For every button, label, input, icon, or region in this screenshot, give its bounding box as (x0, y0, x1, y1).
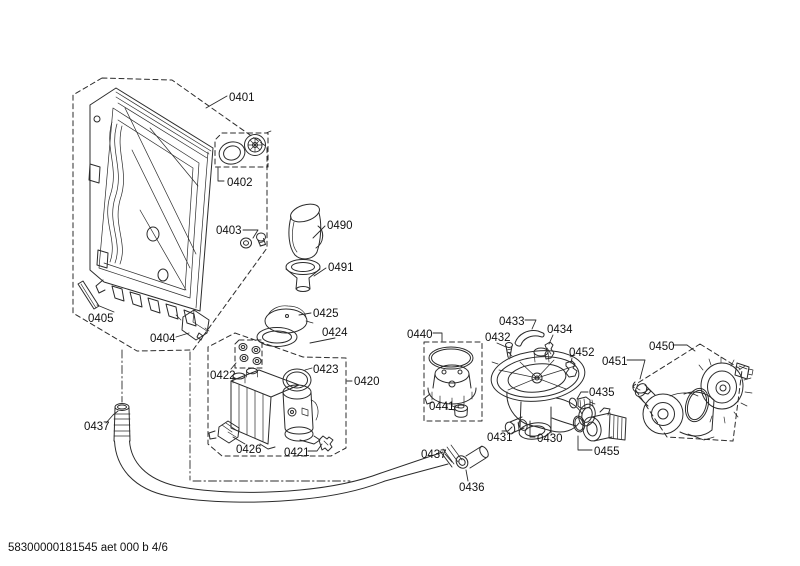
part-label-0440: 0440 (407, 329, 433, 341)
part-label-0424: 0424 (322, 327, 348, 339)
part-label-0405: 0405 (88, 313, 114, 325)
sump-0430-drawing (490, 347, 596, 440)
part-label-0490: 0490 (327, 220, 353, 232)
valve-0435-drawing (568, 396, 596, 410)
fastener-0403-drawing (240, 232, 266, 249)
part-label-0451: 0451 (602, 356, 628, 368)
drain-hose-drawing (113, 403, 489, 503)
bracket-0433-drawing (514, 330, 545, 347)
document-number: 58300000181545 aet 000 b 4/6 (8, 542, 168, 554)
clip-0421-drawing (318, 435, 334, 452)
cap-0441-drawing (454, 404, 468, 418)
salt-cap-0425-drawing (264, 305, 314, 334)
drain-pump-0455-drawing (572, 407, 627, 442)
part-label-0423: 0423 (313, 364, 339, 376)
funnel-0491-drawing (285, 259, 321, 292)
part-label-0426: 0426 (236, 444, 262, 456)
part-label-0432: 0432 (485, 332, 511, 344)
part-label-0452: 0452 (569, 347, 595, 359)
part-label-0402: 0402 (227, 177, 253, 189)
part-label-0401: 0401 (229, 92, 255, 104)
seal-ring-0402-drawing (218, 130, 272, 165)
part-label-0430: 0430 (537, 433, 563, 445)
part-label-0422: 0422 (210, 370, 236, 382)
part-label-0437-left: 0437 (84, 421, 110, 433)
part-label-0420: 0420 (354, 376, 380, 388)
assembly-box-0402 (214, 132, 269, 168)
leader-lines (96, 95, 696, 482)
clamp-0451-drawing (632, 381, 652, 395)
inlet-assembly-0440-drawing (424, 346, 477, 411)
connector-plug-0404-drawing (175, 309, 210, 341)
valve-0426-drawing (208, 420, 240, 444)
bracket-0452-drawing (565, 360, 578, 378)
assembly-box-0422 (234, 339, 263, 369)
part-label-0436: 0436 (459, 482, 485, 494)
part-label-0434: 0434 (547, 324, 573, 336)
part-label-0450: 0450 (649, 341, 675, 353)
screw-0432-drawing (505, 342, 513, 360)
part-label-0435: 0435 (589, 387, 615, 399)
part-label-0404: 0404 (150, 333, 176, 345)
jug-0490-drawing (288, 203, 324, 260)
coupler-0431-drawing (504, 416, 528, 435)
assembly-box-0420 (207, 332, 347, 457)
assembly-box-0401 (72, 77, 268, 352)
part-label-0437-mid: 0437 (421, 449, 447, 461)
part-label-0421: 0421 (284, 447, 310, 459)
door-panel-drawing (88, 87, 214, 327)
part-label-0491: 0491 (328, 262, 354, 274)
part-label-0403: 0403 (216, 225, 242, 237)
strip-0405-drawing (77, 280, 100, 310)
centerlines (121, 349, 351, 482)
clip-0434-drawing (544, 341, 555, 360)
water-softener-drawing (230, 367, 321, 450)
part-labels: 0401 0402 0403 0404 0405 0490 0491 0425 … (84, 92, 675, 494)
part-label-0431: 0431 (487, 432, 513, 444)
part-label-0441: 0441 (429, 401, 455, 413)
seal-ring-0424-drawing (256, 327, 298, 347)
assembly-box-0440 (423, 341, 483, 422)
grommets-0422-drawing (238, 343, 262, 365)
part-label-0433: 0433 (499, 316, 525, 328)
assembly-box-0450 (632, 343, 743, 442)
part-label-0455: 0455 (594, 446, 620, 458)
part-label-0425: 0425 (313, 308, 339, 320)
